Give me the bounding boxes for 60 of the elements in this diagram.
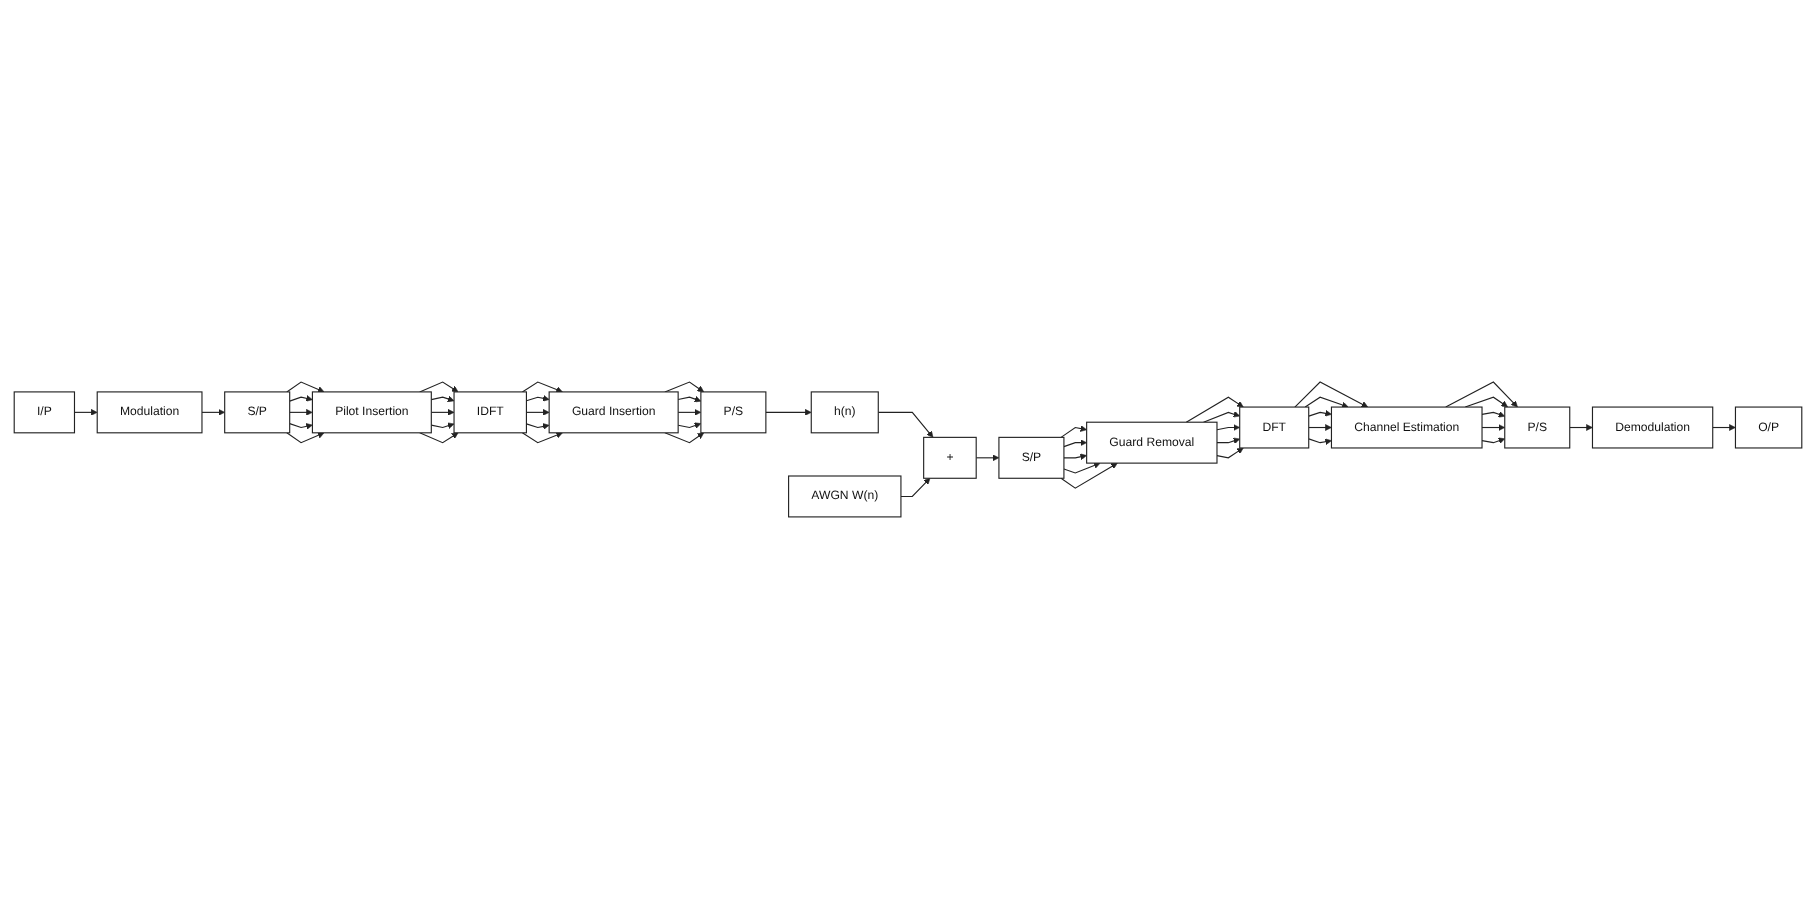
arrow [288, 395, 312, 403]
arrow [1480, 424, 1505, 432]
node-box [997, 437, 1064, 480]
arrow [288, 423, 312, 431]
node-box [699, 391, 766, 434]
arrow [876, 412, 933, 439]
node-box [1733, 407, 1802, 450]
arrow [1463, 397, 1507, 409]
arrow [1059, 425, 1086, 439]
node-box [12, 391, 75, 434]
arrow [1303, 397, 1348, 409]
arrow [1307, 424, 1331, 432]
arrow [418, 381, 458, 393]
node-box [1590, 407, 1713, 450]
arrow [429, 423, 454, 430]
arrow [285, 381, 324, 394]
arrow [429, 409, 454, 417]
node-box [310, 391, 431, 434]
node-box [922, 437, 976, 480]
arrow [1480, 411, 1505, 418]
arrow [663, 432, 704, 444]
arrow [676, 409, 701, 417]
arrow [524, 395, 549, 403]
arrow [1307, 410, 1331, 418]
node-box [1238, 407, 1309, 450]
arrow [429, 396, 454, 403]
arrow [418, 432, 458, 444]
node-box [1085, 422, 1217, 465]
arrow [1711, 424, 1735, 432]
arrow [524, 409, 549, 417]
arrow [520, 381, 562, 394]
arrow [1307, 438, 1331, 446]
arrow [1444, 381, 1517, 409]
arrow [676, 396, 701, 403]
arrow [676, 422, 701, 430]
node-box [452, 391, 526, 434]
arrow [663, 381, 704, 393]
arrow [285, 432, 324, 444]
arrow [899, 478, 930, 498]
arrow [974, 455, 999, 462]
arrow [1568, 424, 1592, 432]
arrow [1480, 438, 1505, 445]
node-box [787, 475, 901, 518]
arrow [1062, 462, 1100, 475]
arrow [520, 432, 562, 444]
arrow [524, 423, 549, 431]
node-box [95, 391, 202, 434]
node-box [223, 391, 290, 434]
arrow [1059, 463, 1117, 490]
arrow [1293, 381, 1368, 409]
arrow [1201, 411, 1239, 424]
node-box [1503, 407, 1570, 450]
arrow [288, 409, 312, 417]
node-box [1329, 407, 1482, 450]
arrow [1184, 397, 1243, 424]
arrow [1215, 448, 1243, 459]
arrow [764, 409, 811, 417]
node-box [547, 391, 678, 434]
node-box [809, 391, 878, 434]
arrow [72, 409, 97, 417]
